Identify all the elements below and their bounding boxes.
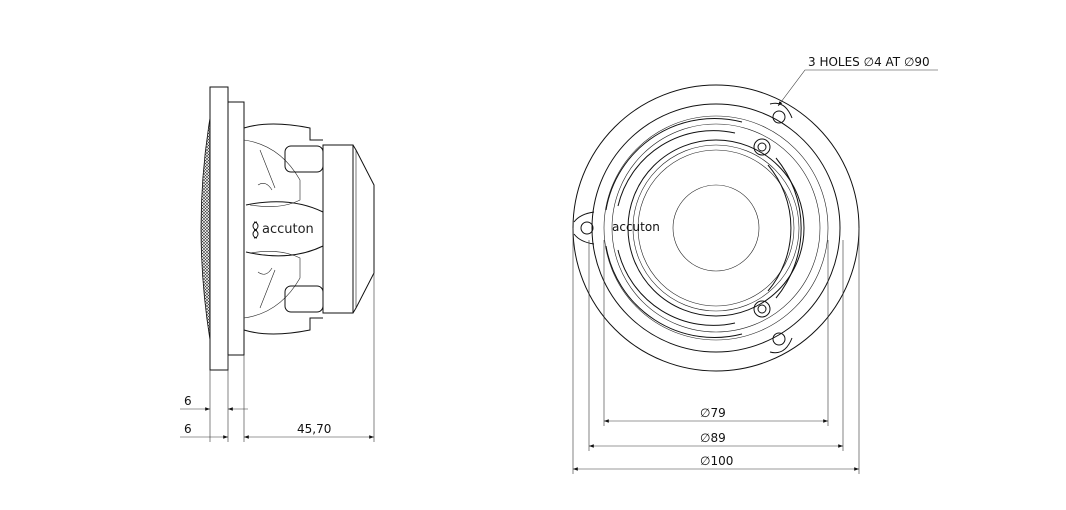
side-dimensions: 6 6 45,70 <box>180 273 375 442</box>
mounting-holes <box>573 102 793 354</box>
logo-mark <box>252 221 259 239</box>
slots <box>605 118 802 338</box>
front-dimensions: ∅79 ∅89 ∅100 <box>572 228 860 474</box>
front-view: accuton 3 HOLES ∅4 AT ∅90 ∅79 ∅89 ∅100 <box>572 55 938 474</box>
cone-mesh <box>200 117 211 341</box>
bolts <box>753 138 771 318</box>
svg-text:3 HOLES ∅4 AT ∅90: 3 HOLES ∅4 AT ∅90 <box>808 55 930 69</box>
front-logo: accuton <box>612 220 660 234</box>
front-plate <box>209 86 229 371</box>
dim-d100: ∅100 <box>700 454 733 468</box>
dim-second-plate: 6 <box>184 422 192 436</box>
dust-cap <box>672 184 760 272</box>
hole-callout: 3 HOLES ∅4 AT ∅90 <box>777 55 938 107</box>
basket <box>243 123 324 335</box>
dim-depth: 45,70 <box>297 422 331 436</box>
dim-front-plate: 6 <box>184 394 192 408</box>
dim-d89: ∅89 <box>700 431 726 445</box>
second-plate <box>227 101 245 356</box>
side-view: accuton 6 6 45,70 <box>180 86 375 442</box>
side-logo: accuton <box>262 222 314 237</box>
magnet <box>322 144 375 314</box>
dim-d79: ∅79 <box>700 406 726 420</box>
